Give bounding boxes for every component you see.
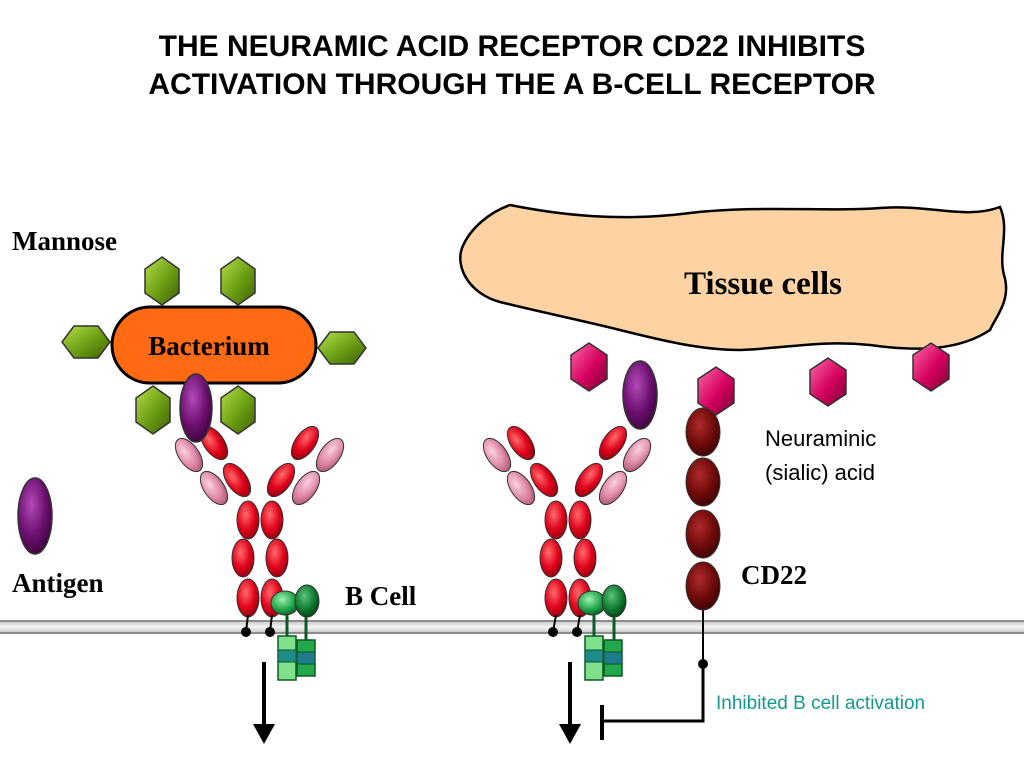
mannose-hexagon — [135, 385, 171, 435]
tissue-cell — [459, 203, 1008, 352]
sialic-acid-hexagon — [570, 342, 608, 392]
bound-antigen — [622, 360, 658, 430]
mannose-hexagon — [61, 325, 111, 359]
tissue-cells-label: Tissue cells — [684, 266, 842, 302]
mannose-hexagon — [144, 256, 180, 306]
cell-membrane — [0, 620, 1024, 634]
bacterium-body — [110, 305, 318, 385]
activation-arrow — [253, 662, 275, 744]
sialic-acid-hexagon — [697, 366, 735, 416]
cd22-label: CD22 — [741, 560, 807, 590]
page-title: THE NEURAMIC ACID RECEPTOR CD22 INHIBITS… — [0, 28, 1024, 104]
bcell-receptor-left — [174, 425, 345, 637]
title-line-2: ACTIVATION THROUGH THE A B-CELL RECEPTOR — [148, 68, 876, 101]
mannose-hexagon — [317, 331, 367, 365]
free-antigen — [17, 477, 53, 555]
neuraminic-label-line2: (sialic) acid — [765, 460, 875, 485]
bacterium-label: Bacterium — [148, 331, 270, 361]
sialic-acid-hexagon — [809, 357, 847, 407]
bacterium-group — [61, 256, 367, 435]
inhibition-line — [600, 664, 705, 740]
bcell-label: B Cell — [345, 581, 417, 611]
sialic-acid-group — [570, 342, 950, 416]
bcell-receptor-right — [482, 425, 652, 637]
mannose-hexagon — [220, 256, 256, 306]
cd22-receptor — [685, 407, 721, 669]
inhibited-activation-label: Inhibited B cell activation — [716, 693, 925, 714]
antigen-label: Antigen — [12, 568, 104, 598]
bound-antigen — [179, 373, 213, 443]
signaling-complex-right — [577, 584, 627, 681]
mannose-hexagon — [220, 385, 256, 435]
activation-arrow — [559, 662, 581, 744]
title-line-1: THE NEURAMIC ACID RECEPTOR CD22 INHIBITS — [158, 30, 866, 63]
neuraminic-label-line1: Neuraminic — [765, 426, 876, 451]
mannose-label: Mannose — [12, 226, 117, 256]
signaling-complex-left — [270, 584, 320, 681]
sialic-acid-hexagon — [912, 342, 950, 392]
